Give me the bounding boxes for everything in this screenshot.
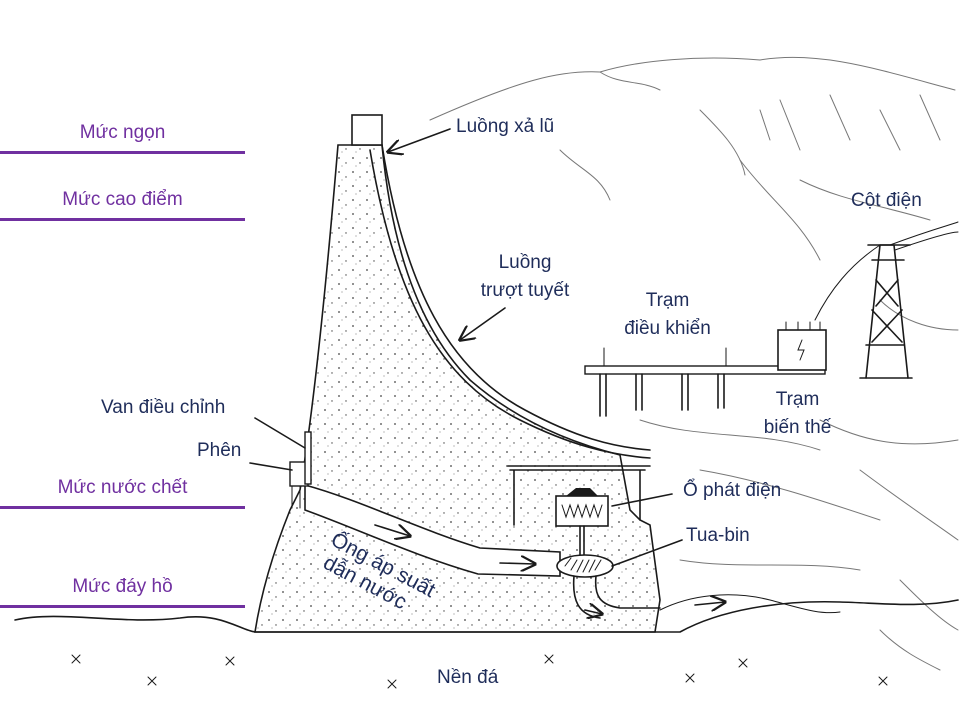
power-pylon — [814, 221, 959, 379]
peak-level-label: Mức cao điểm — [62, 189, 183, 210]
generator-unit — [555, 488, 609, 561]
ground-line — [14, 599, 959, 633]
transformer-label-line1: Trạm — [775, 389, 820, 410]
ski-jump-label-line2: trượt tuyết — [480, 280, 570, 301]
crest-level-line — [0, 151, 245, 154]
turbine-label: Tua-bin — [686, 525, 750, 546]
ski-jump-label: Luồng trượt tuyết — [465, 251, 585, 303]
ski-jump-label-line1: Luồng — [498, 252, 552, 273]
leader-lines — [249, 128, 683, 567]
penstock-pipe — [304, 483, 561, 577]
control-valve-label: Van điều chỉnh — [101, 397, 226, 418]
control-valve — [304, 431, 312, 485]
bottom-level-label: Mức đáy hồ — [72, 576, 173, 597]
intake-gate-label: Phên — [197, 440, 242, 461]
crest-block — [351, 114, 383, 146]
control-station-label: Trạm điều khiển — [610, 289, 725, 341]
background-hills — [429, 56, 959, 671]
bedrock-label: Nền đá — [437, 667, 499, 688]
transformer-unit — [777, 321, 827, 371]
flood-chute-label: Luồng xả lũ — [456, 116, 555, 137]
dead-water-level-label: Mức nước chết — [57, 477, 188, 498]
spillway-chute — [369, 149, 651, 459]
turbine-runner — [556, 554, 614, 578]
control-station-label-line2: điều khiển — [624, 318, 711, 339]
bedrock-marks — [71, 654, 888, 689]
generator-label: Ổ phát điện — [683, 480, 782, 501]
control-station-label-line1: Trạm — [645, 290, 690, 311]
transformer-label: Trạm biến thế — [745, 388, 850, 440]
crest-level-label: Mức ngọn — [79, 122, 166, 143]
transformer-label-line2: biến thế — [763, 417, 832, 438]
pylon-label: Cột điện — [851, 190, 922, 211]
bottom-level-line — [0, 605, 245, 608]
peak-level-line — [0, 218, 245, 221]
powerhouse-frame — [507, 465, 651, 526]
tailwater-outflow — [659, 594, 841, 614]
dead-water-level-line — [0, 506, 245, 509]
